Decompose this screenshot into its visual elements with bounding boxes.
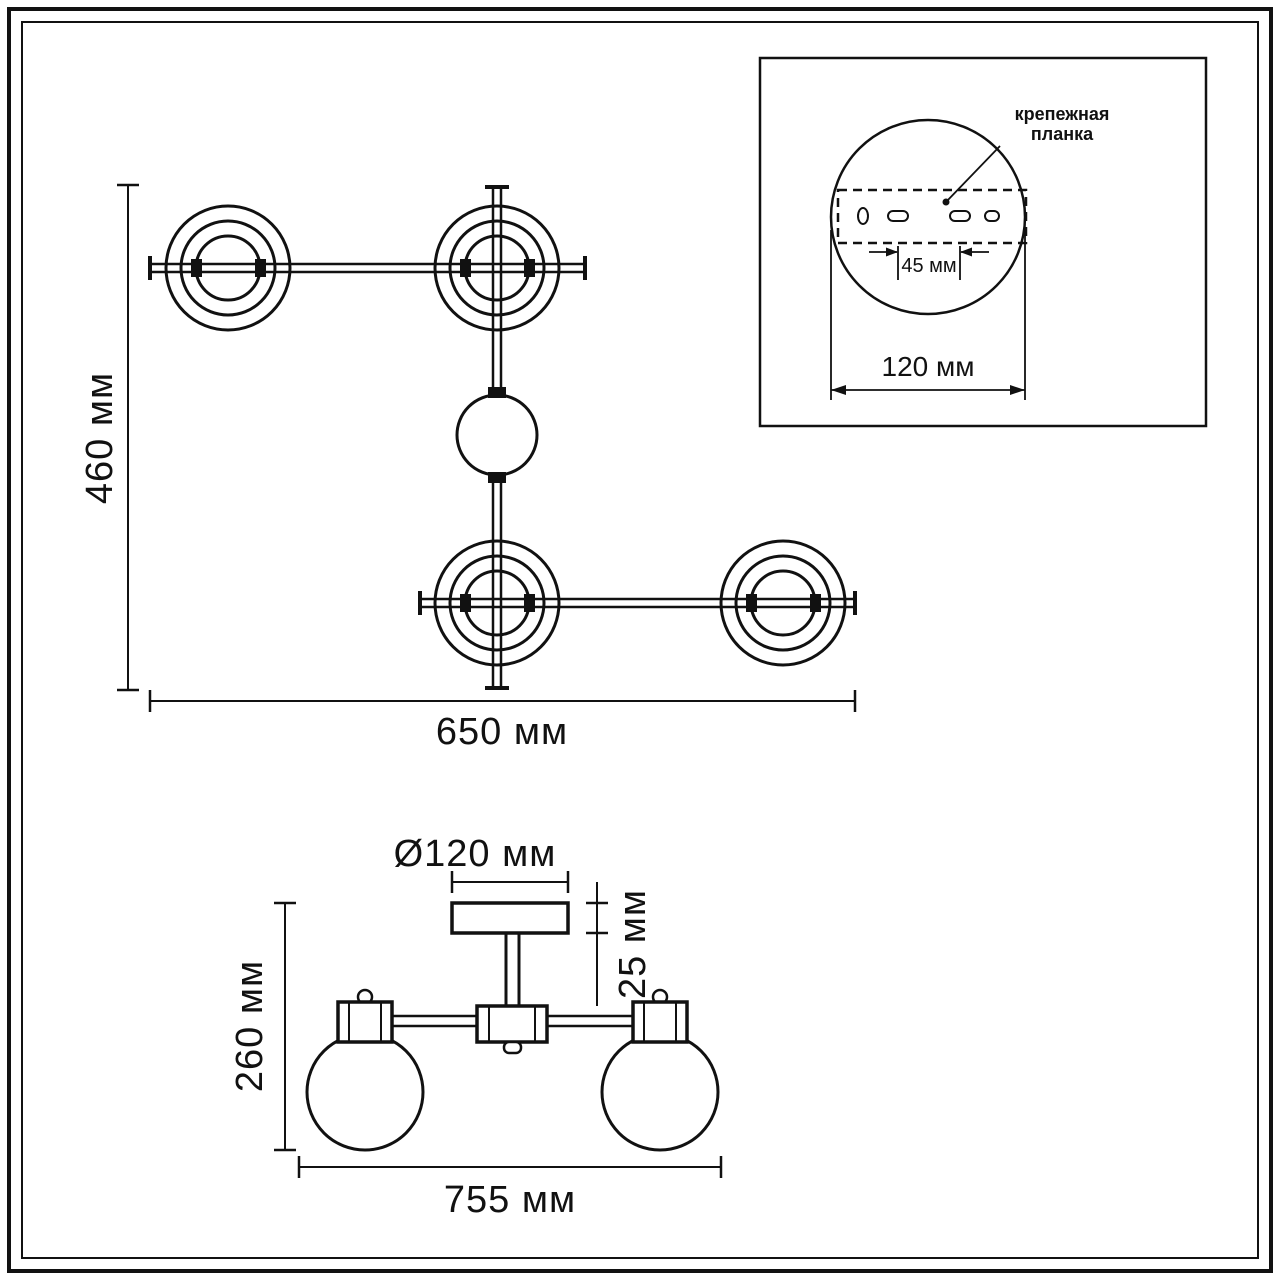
dim-canopy-120: [450, 871, 570, 893]
lamp-ring-outer: [433, 204, 561, 332]
dim-arrow: [831, 385, 846, 395]
side-view: [274, 871, 723, 1178]
inner-border: [21, 21, 1259, 1259]
lamp-ring-outer: [719, 539, 847, 667]
callout-leader-line: [945, 145, 1001, 203]
dim-label-650: 650 мм: [436, 711, 568, 753]
lamp-connector: [255, 259, 266, 277]
lamp-ring-inner: [463, 569, 531, 637]
dim-plate-120: [830, 230, 1026, 400]
lamp-holder-left: [336, 1000, 394, 1044]
holder-body: [336, 1000, 394, 1044]
lamp-ring-middle: [179, 219, 277, 317]
lamp-ring-outer: [164, 204, 292, 332]
dim-label-755: 755 мм: [444, 1179, 576, 1221]
lamp-top-left: [164, 204, 292, 332]
dim-body-height-260: [274, 901, 296, 1152]
ball-connector-top: [488, 387, 506, 398]
dim-label-canopy-120: Ø120 мм: [394, 833, 557, 875]
frame: [7, 7, 1273, 1273]
bracket-slot-3: [984, 210, 1000, 222]
outer-border: [7, 7, 1273, 1273]
lamp-connector: [810, 594, 821, 612]
lamp-ring-inner: [194, 234, 262, 302]
arm-horizontal-top: [148, 256, 587, 280]
dim-slot-45: [869, 246, 989, 280]
lamp-connector: [191, 259, 202, 277]
top-view: [117, 183, 857, 712]
lamp-ring-inner: [463, 234, 531, 302]
lamp-bottom-center: [433, 539, 561, 667]
center-hub: [475, 1004, 549, 1044]
dim-arrow: [960, 247, 972, 257]
dim-canopy-height-25: [586, 882, 608, 1006]
lamp-ring-middle: [448, 554, 546, 652]
lamp-ring-middle: [448, 219, 546, 317]
dim-width-650: [148, 690, 857, 712]
dim-label-25: 25 мм: [612, 889, 654, 999]
dim-label-120: 120 мм: [882, 351, 975, 382]
lamp-holder-right: [631, 1000, 689, 1044]
lamp-connector: [524, 259, 535, 277]
glass-shade-right: [600, 1032, 720, 1152]
dim-label-260: 260 мм: [229, 960, 271, 1092]
lamp-bottom-right: [719, 539, 847, 667]
lamp-connector: [460, 594, 471, 612]
dim-label-460: 460 мм: [79, 372, 121, 504]
bracket-hole: [857, 207, 869, 225]
mounting-plate-inset: [758, 56, 1208, 428]
ball-connector-bottom: [488, 472, 506, 483]
dim-width-755: [297, 1156, 723, 1178]
dim-height-460: [117, 183, 139, 692]
arm-horizontal-bottom: [418, 591, 857, 615]
bracket-slot-2: [949, 210, 971, 222]
lamp-ring-middle: [734, 554, 832, 652]
center-ball: [455, 393, 539, 477]
lamp-connector: [524, 594, 535, 612]
lamp-connector: [460, 259, 471, 277]
glass-shade-left: [305, 1032, 425, 1152]
mounting-bracket-dashed: [836, 188, 1028, 245]
ceiling-canopy: [450, 901, 570, 935]
inset-box: [758, 56, 1208, 428]
callout-label-line2: планка: [1031, 124, 1094, 144]
holder-body: [631, 1000, 689, 1044]
hub-finial: [502, 1040, 523, 1055]
lamp-top-center: [433, 204, 561, 332]
dim-label-45: 45 мм: [901, 255, 956, 277]
lamp-ring-inner: [749, 569, 817, 637]
lamp-connector: [746, 594, 757, 612]
lamp-ring-outer: [433, 539, 561, 667]
dim-arrow: [1010, 385, 1025, 395]
bracket-slot-1: [887, 210, 909, 222]
dim-arrow: [886, 247, 898, 257]
callout-label-line1: крепежная: [1015, 104, 1110, 124]
